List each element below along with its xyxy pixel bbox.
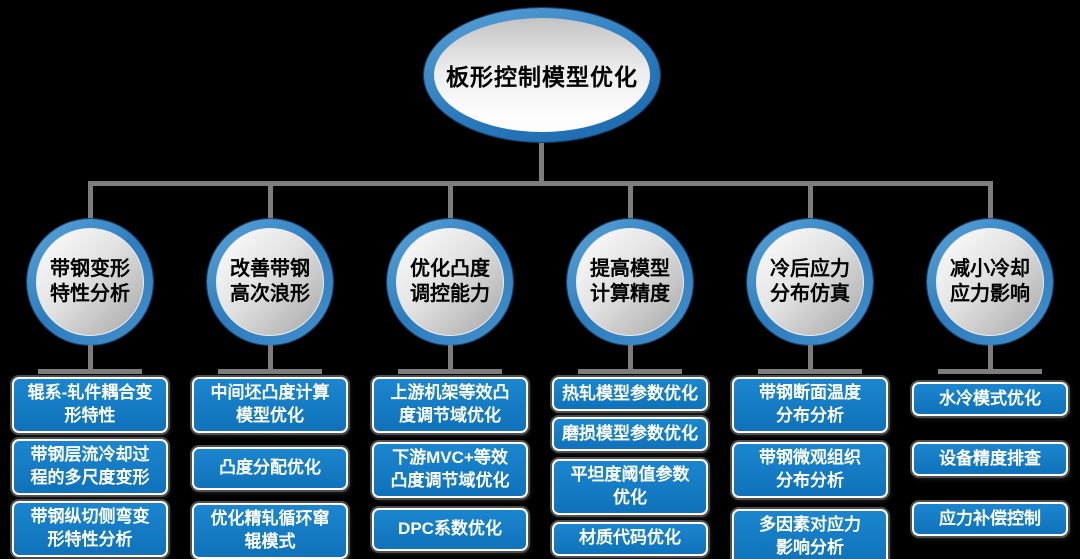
connector-branch-stem [807, 345, 813, 369]
branch-node-4-title: 提高模型 计算精度 [590, 258, 670, 305]
connector-branch-stem [987, 345, 993, 369]
branch-node-3: 优化凸度 调控能力 [387, 219, 513, 345]
leaf-list-2: 中间坯凸度计算 模型优化 凸度分配优化 优化精轧循环窜 辊模式 [190, 377, 350, 559]
leaf-node: 凸度分配优化 [192, 446, 348, 490]
connector-drop-4 [628, 181, 633, 223]
connector-branch-stem [627, 345, 633, 369]
connector-drop-1 [88, 181, 93, 223]
root-node: 板形控制模型优化 [424, 8, 660, 142]
leaf-node: 带钢层流冷却过 程的多尺度变形 [12, 438, 168, 495]
connector-drop-3 [448, 181, 453, 223]
branch-columns: 带钢变形 特性分析 辊系-轧件耦合变 形特性 带钢层流冷却过 程的多尺度变形 带… [0, 219, 1080, 559]
connector-branch-stem [87, 345, 93, 369]
leaf-list-6: 水冷模式优化 设备精度排查 应力补偿控制 [910, 377, 1070, 536]
leaf-node: 多因素对应力 影响分析 [732, 508, 888, 559]
leaf-node: 带钢纵切侧弯变 形特性分析 [12, 500, 168, 557]
root-node-title: 板形控制模型优化 [446, 64, 638, 90]
leaf-list-1: 辊系-轧件耦合变 形特性 带钢层流冷却过 程的多尺度变形 带钢纵切侧弯变 形特性… [10, 377, 170, 557]
branch-node-5: 冷后应力 分布仿真 [747, 219, 873, 345]
leaf-node: 设备精度排查 [912, 442, 1068, 476]
leaf-node: DPC系数优化 [372, 507, 528, 551]
connector-drop-2 [268, 181, 273, 223]
leaf-list-4: 热轧模型参数优化 磨损模型参数优化 平坦度阈值参数 优化 材质代码优化 [550, 377, 710, 556]
column-3: 优化凸度 调控能力 上游机架等效凸 度调节域优化 下游MVC+等效 凸度调节域优… [360, 219, 540, 559]
leaf-list-5: 带钢断面温度 分布分析 带钢微观组织 分布分析 多因素对应力 影响分析 [730, 377, 890, 559]
connector-branch-cap [578, 369, 682, 374]
leaf-node: 辊系-轧件耦合变 形特性 [12, 377, 168, 433]
column-5: 冷后应力 分布仿真 带钢断面温度 分布分析 带钢微观组织 分布分析 多因素对应力… [720, 219, 900, 559]
branch-node-2: 改善带钢 高次浪形 [207, 219, 333, 345]
branch-node-6: 减小冷却 应力影响 [927, 219, 1053, 345]
root-node-face: 板形控制模型优化 [434, 18, 650, 132]
leaf-node: 应力补偿控制 [912, 502, 1068, 536]
leaf-node: 上游机架等效凸 度调节域优化 [372, 377, 528, 433]
branch-node-6-title: 减小冷却 应力影响 [950, 258, 1030, 305]
leaf-node: 热轧模型参数优化 [552, 377, 708, 411]
leaf-node: 水冷模式优化 [912, 382, 1068, 416]
branch-node-1: 带钢变形 特性分析 [27, 219, 153, 345]
leaf-node: 平坦度阈值参数 优化 [552, 459, 708, 515]
connector-branch-stem [447, 345, 453, 369]
connector-branch-cap [938, 369, 1042, 374]
leaf-node: 材质代码优化 [552, 521, 708, 556]
branch-node-4: 提高模型 计算精度 [567, 219, 693, 345]
branch-node-2-title: 改善带钢 高次浪形 [230, 258, 310, 305]
column-4: 提高模型 计算精度 热轧模型参数优化 磨损模型参数优化 平坦度阈值参数 优化 材… [540, 219, 720, 559]
column-1: 带钢变形 特性分析 辊系-轧件耦合变 形特性 带钢层流冷却过 程的多尺度变形 带… [0, 219, 180, 559]
connector-branch-cap [758, 369, 862, 374]
leaf-node: 磨损模型参数优化 [552, 417, 708, 451]
connector-horizontal-bar [88, 181, 992, 186]
connector-branch-cap [38, 369, 142, 374]
leaf-list-3: 上游机架等效凸 度调节域优化 下游MVC+等效 凸度调节域优化 DPC系数优化 [370, 377, 530, 551]
branch-node-3-title: 优化凸度 调控能力 [410, 258, 490, 305]
leaf-node: 中间坯凸度计算 模型优化 [192, 377, 348, 433]
connector-branch-stem [267, 345, 273, 369]
connector-drop-5 [808, 181, 813, 223]
branch-node-5-title: 冷后应力 分布仿真 [770, 258, 850, 305]
column-2: 改善带钢 高次浪形 中间坯凸度计算 模型优化 凸度分配优化 优化精轧循环窜 辊模… [180, 219, 360, 559]
branch-node-1-title: 带钢变形 特性分析 [50, 258, 130, 305]
leaf-node: 下游MVC+等效 凸度调节域优化 [372, 441, 528, 498]
connector-branch-cap [398, 369, 502, 374]
leaf-node: 优化精轧循环窜 辊模式 [192, 502, 348, 559]
connector-root-stem [539, 138, 544, 183]
connector-drop-6 [988, 181, 993, 223]
leaf-node: 带钢微观组织 分布分析 [732, 441, 888, 498]
leaf-node: 带钢断面温度 分布分析 [732, 377, 888, 433]
connector-branch-cap [218, 369, 322, 374]
column-6: 减小冷却 应力影响 水冷模式优化 设备精度排查 应力补偿控制 [900, 219, 1080, 559]
